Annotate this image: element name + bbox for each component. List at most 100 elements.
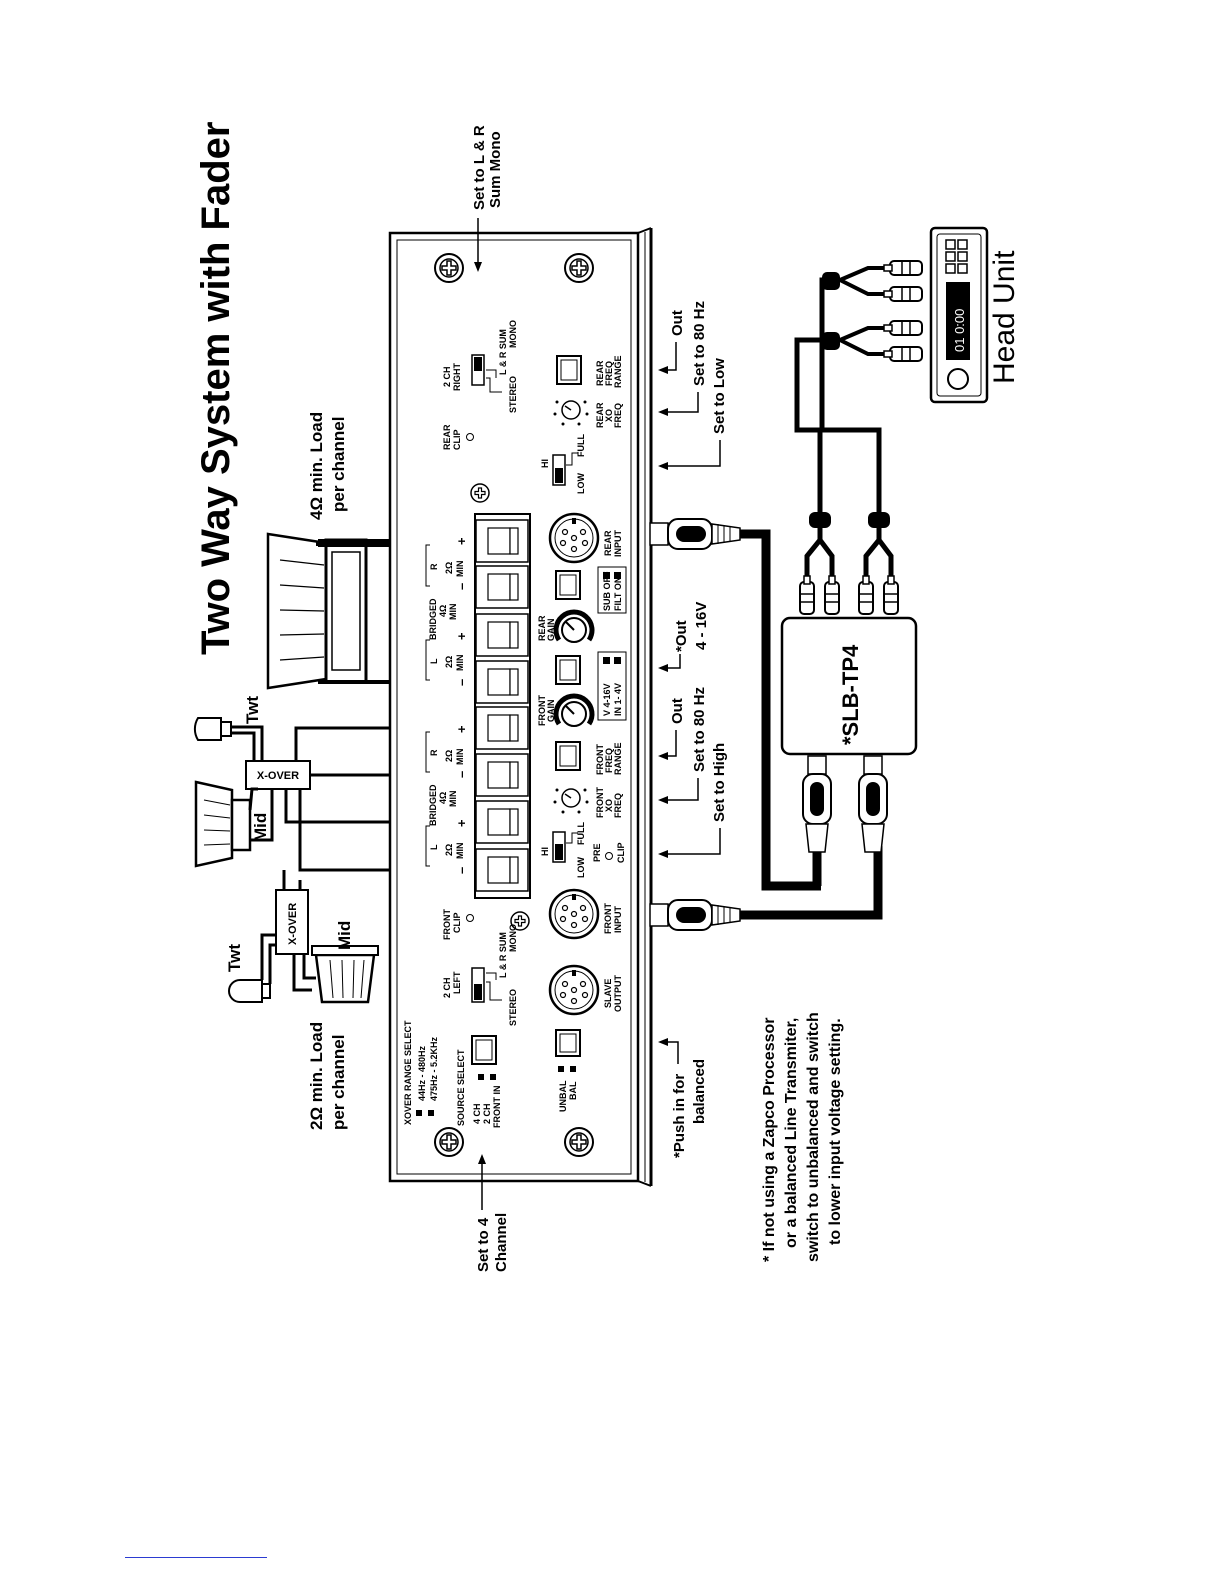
panel-screw-icon: [564, 253, 594, 283]
processor-output-plug: [858, 755, 888, 853]
min-label: MIN: [455, 843, 465, 860]
head-unit-rca: [883, 346, 923, 362]
annotation-push-1: *Push in for: [671, 1074, 688, 1158]
annotation-set-lr-2: Sum Mono: [487, 131, 504, 208]
source-option-label: 4 CH: [472, 1103, 482, 1124]
pre-clip-label: CLIP: [616, 842, 626, 863]
head-unit-display: [946, 282, 970, 360]
head-unit-display-text: 01 0:00: [952, 309, 967, 352]
speaker-terminal: [475, 800, 529, 844]
speaker-terminal: [475, 753, 529, 797]
rear-gain-label: REAR: [537, 615, 547, 641]
ohm-label: 4Ω: [438, 605, 448, 617]
head-unit: 01 0:00: [929, 226, 989, 404]
min-label: MIN: [455, 561, 465, 578]
rear-load-line2: per channel: [329, 417, 348, 512]
rear-input-cable: [649, 518, 792, 891]
head-unit-rca: [883, 320, 923, 336]
front-gain-label: FRONT: [537, 695, 547, 726]
source-option-label: 2 CH: [482, 1103, 492, 1124]
l-label: L: [429, 658, 439, 664]
sub-filt-switch-box[interactable]: [597, 566, 627, 614]
r-label: R: [429, 749, 439, 756]
processor-rca-input: [799, 575, 815, 615]
slave-output-label: OUTPUT: [613, 975, 623, 1013]
rear-input-connector[interactable]: [548, 512, 600, 564]
panel-screw-icon: [470, 483, 490, 503]
annotation-set4-2: Channel: [493, 1213, 510, 1272]
sub-filt-label: SUB OFF: [602, 571, 612, 611]
bridged-label: BRIDGED: [428, 598, 438, 640]
lr-sum-label: L & R SUM: [498, 932, 508, 978]
rear-xo-freq-dial[interactable]: [553, 400, 589, 426]
plus-label: +: [454, 725, 469, 733]
minus-label: –: [454, 679, 469, 686]
front-range-label: FRONT: [595, 744, 605, 775]
source-select-label: SOURCE SELECT: [456, 1049, 466, 1126]
min-label: MIN: [455, 749, 465, 766]
source-option-label: FRONT IN: [492, 1086, 502, 1129]
range-option-label: 475Hz - 5.2KHz: [429, 1036, 439, 1101]
front-gain-label: GAIN: [546, 700, 556, 723]
speaker-terminal: [475, 613, 529, 657]
rear-xo-label: REAR: [595, 402, 605, 428]
front-clip-label: CLIP: [452, 912, 462, 933]
panel-screw-icon: [564, 1127, 594, 1157]
annotation-rear-out-3: Set to Low: [711, 358, 728, 434]
footnote-line4: to lower input voltage setting.: [827, 1018, 844, 1245]
pre-clip-label: PRE: [592, 843, 602, 862]
speaker-terminal: [475, 519, 529, 563]
front-range-label: RANGE: [613, 742, 623, 775]
panel-screw-icon: [434, 253, 464, 283]
footnote-line3: switch to unbalanced and switch: [805, 1012, 822, 1262]
input-voltage-switch-box[interactable]: [597, 651, 627, 721]
mono-label: MONO: [508, 320, 518, 348]
rear-range-label: REAR: [595, 360, 605, 386]
head-unit-buttons-icon: [945, 239, 968, 274]
processor-output-plug: [792, 755, 832, 891]
minus-label: –: [454, 867, 469, 874]
ohm-label: 4Ω: [438, 792, 448, 804]
front-clip-led: [466, 914, 474, 922]
front-input-connector[interactable]: [548, 888, 600, 940]
bal-label: BAL: [568, 1081, 578, 1100]
annotation-volt-2: 4 - 16V: [693, 602, 710, 650]
stereo-label: STEREO: [508, 989, 518, 1026]
front-input-label: INPUT: [613, 905, 623, 933]
minus-label: –: [454, 583, 469, 590]
two-ch-label: 2 CH: [442, 977, 452, 998]
input-voltage-label: IN 1- 4V: [613, 683, 623, 716]
panel-screw-icon: [434, 1127, 464, 1157]
hi-label: HI: [540, 459, 550, 468]
front-xo-label: FRONT: [595, 787, 605, 818]
front-xo-freq-dial[interactable]: [553, 788, 589, 814]
ohm-label: 2Ω: [444, 656, 454, 668]
rear-range-label: RANGE: [613, 355, 623, 388]
plus-label: +: [454, 537, 469, 545]
twt-top-label: Twt: [243, 696, 262, 724]
left-label: LEFT: [452, 971, 462, 994]
processor-rca-input: [883, 575, 899, 615]
bottom-tweeter-icon: [228, 979, 271, 1003]
pre-clip-led: [605, 852, 613, 860]
processor-label: *SLB-TP4: [838, 644, 863, 745]
rear-xo-label: XO: [604, 409, 614, 422]
right-label: RIGHT: [452, 363, 462, 392]
front-clip-label: FRONT: [442, 909, 452, 940]
lr-sum-label: L & R SUM: [498, 329, 508, 375]
front-load-line1: 2Ω min. Load: [307, 1022, 326, 1130]
front-input-label: FRONT: [603, 903, 613, 934]
head-unit-label: Head Unit: [988, 250, 1021, 384]
head-unit-knob-icon: [947, 368, 969, 390]
footnote-line1: * If not using a Zapco Processor: [761, 1018, 778, 1263]
annotation-set-lr-1: Set to L & R: [471, 125, 488, 210]
processor-rca-input: [858, 575, 874, 615]
r-label: R: [429, 563, 439, 570]
speaker-terminal: [475, 565, 529, 609]
slave-output-connector[interactable]: [548, 964, 600, 1016]
full-label: FULL: [576, 822, 586, 845]
bottom-mid-speaker-icon: [311, 945, 379, 1004]
annotation-front-out-1: Out: [669, 698, 686, 724]
annotation-push-2: balanced: [691, 1059, 708, 1124]
